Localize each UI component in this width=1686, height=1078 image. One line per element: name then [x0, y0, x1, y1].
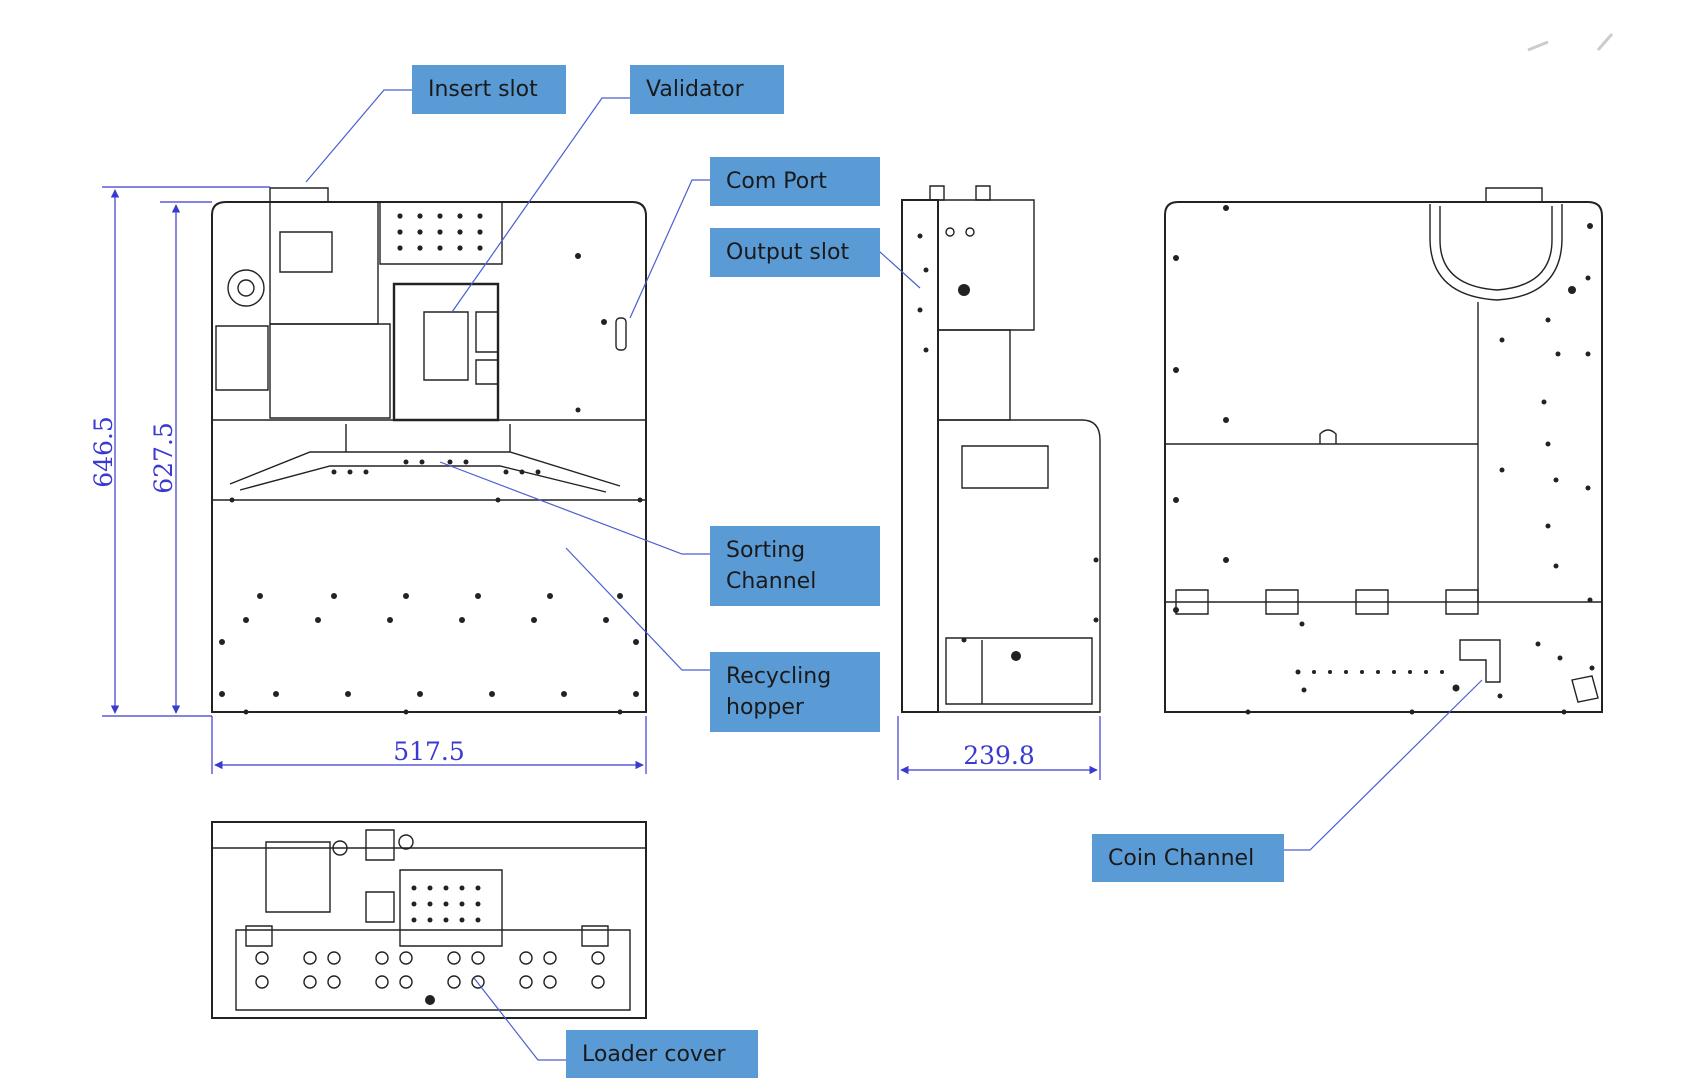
leader-sorting-channel — [440, 462, 710, 554]
callout-com-port: Com Port — [710, 157, 880, 206]
rear-view — [1165, 188, 1602, 715]
leader-coin-channel — [1282, 680, 1482, 850]
front-height-outer-label: 646.5 — [89, 416, 118, 488]
side-depth-label: 239.8 — [963, 741, 1035, 770]
callout-recycling-hopper: Recycling hopper — [710, 652, 880, 732]
leader-recycling-hopper — [566, 548, 710, 670]
leader-lines — [306, 90, 1482, 1060]
leader-loader-cover — [474, 978, 566, 1060]
bottom-view — [212, 822, 646, 1018]
leader-validator — [452, 98, 630, 312]
leader-com-port — [630, 180, 710, 318]
callout-output-slot: Output slot — [710, 228, 880, 277]
side-dimensions — [898, 716, 1100, 780]
front-width-label: 517.5 — [393, 737, 465, 766]
front-dimensions — [102, 187, 646, 774]
callout-sorting-channel: Sorting Channel — [710, 526, 880, 606]
callout-insert-slot: Insert slot — [412, 65, 566, 114]
callout-validator: Validator — [630, 65, 784, 114]
front-height-inner-label: 627.5 — [149, 422, 178, 494]
corner-mark — [1528, 34, 1612, 50]
leader-insert-slot — [306, 90, 412, 182]
side-view — [902, 186, 1100, 712]
callout-coin-channel: Coin Channel — [1092, 834, 1284, 882]
callout-loader-cover: Loader cover — [566, 1030, 758, 1078]
front-view — [212, 188, 646, 715]
